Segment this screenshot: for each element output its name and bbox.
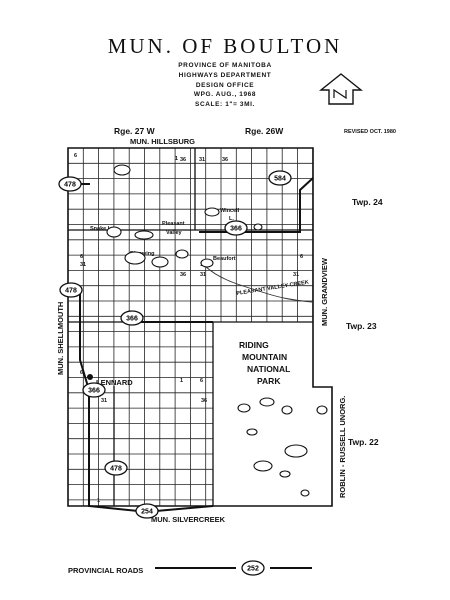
section-number: 31	[199, 157, 206, 163]
park-label-line3: NATIONAL	[247, 364, 291, 374]
grid-lines	[68, 148, 314, 506]
section-number: 36	[180, 272, 187, 278]
subtitle-scale: SCALE: 1"= 3MI.	[195, 101, 255, 108]
wincell-label: Wincell	[220, 208, 240, 214]
creek	[204, 265, 313, 303]
road-shield	[59, 282, 83, 298]
section-number: 6	[80, 254, 84, 260]
beaufort-label: Beaufort	[213, 256, 236, 262]
road-shield-number: 478	[64, 182, 76, 189]
park-label-line4: PARK	[257, 376, 281, 386]
lennard-dot	[87, 374, 93, 380]
wincell-l-label: L.	[229, 216, 234, 222]
section-number: 36	[222, 157, 229, 163]
section-number: 1	[180, 378, 184, 384]
section-number: 6	[80, 370, 84, 376]
subtitle-date: WPG. AUG., 1968	[193, 91, 257, 98]
subtitle-province: PROVINCE OF MANITOBA	[178, 62, 272, 69]
road-shield	[58, 176, 82, 192]
road-shield-number: 252	[247, 566, 259, 573]
section-number: 31	[200, 272, 207, 278]
township-24-label: Twp. 24	[352, 197, 383, 207]
subtitle-office: DESIGN OFFICE	[195, 82, 255, 89]
range-26w-label: Rge. 26W	[245, 126, 284, 136]
range-27w-label: Rge. 27 W	[114, 126, 155, 136]
road-shield-number: 254	[141, 509, 153, 516]
municipality-boundary	[67, 147, 333, 507]
revised-note: REVISED OCT. 1980	[344, 129, 396, 135]
north-boundary-label: MUN. HILLSBURG	[130, 137, 195, 146]
section-number: 31	[293, 272, 300, 278]
legend-label: PROVINCIAL ROADS	[68, 566, 144, 575]
section-number: 36	[180, 157, 187, 163]
lakes	[106, 164, 328, 497]
road-shield-number: 478	[110, 466, 122, 473]
section-number: 1	[175, 156, 179, 162]
section-number: 6	[74, 153, 78, 159]
north-arrow-icon	[319, 73, 363, 105]
road-shield-number: 366	[230, 226, 242, 233]
township-23-label: Twp. 23	[346, 321, 377, 331]
park-label-line1: RIDING	[239, 340, 269, 350]
section-number: 31	[101, 398, 108, 404]
road-shield	[104, 460, 128, 476]
township-22-label: Twp. 22	[348, 437, 379, 447]
section-grid	[68, 148, 314, 506]
park-label-line2: MOUNTAIN	[242, 352, 288, 362]
road-shield	[268, 170, 292, 186]
pleasant-label: Pleasant	[162, 221, 185, 227]
road-shield-number: 366	[126, 316, 138, 323]
valley-label: Valley	[166, 230, 182, 236]
park-boundary	[212, 321, 313, 506]
section-number: 6	[200, 378, 204, 384]
south-boundary-label: MUN. SILVERCREEK	[151, 515, 226, 524]
lennard-label: LENNARD	[96, 378, 133, 387]
road-shield	[224, 220, 248, 236]
road-shield-number: 478	[65, 288, 77, 295]
map-title: MUN. OF BOULTON	[107, 34, 343, 58]
road-shield	[241, 560, 265, 576]
subtitle-department: HIGHWAYS DEPARTMENT	[178, 72, 272, 79]
road-shield	[120, 310, 144, 326]
road-shield	[82, 382, 106, 398]
snake-lake-label: Snake L.	[90, 226, 113, 232]
road-shield-number: 366	[88, 388, 100, 395]
section-number: 36	[201, 398, 208, 404]
section-number: 6	[300, 254, 304, 260]
road-shield	[135, 503, 159, 519]
road-shield-number: 584	[274, 176, 286, 183]
